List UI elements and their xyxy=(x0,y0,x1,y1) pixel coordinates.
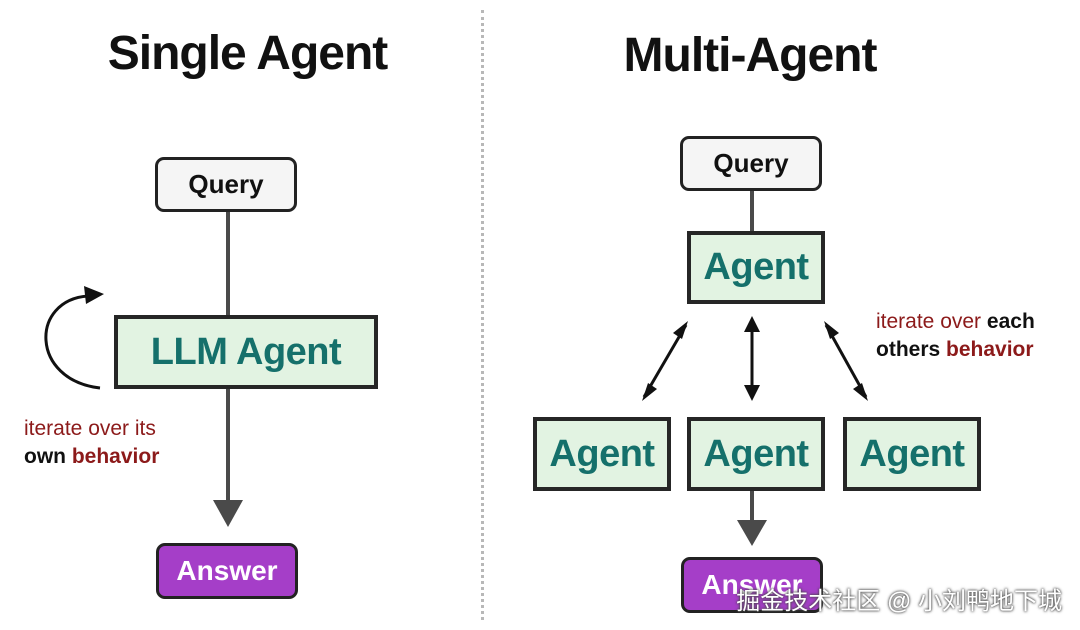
loop-arrowhead xyxy=(84,286,104,304)
agent-box-right: Agent xyxy=(843,417,981,491)
single-query-label: Query xyxy=(188,169,264,199)
single-answer-label: Answer xyxy=(176,555,278,586)
llm-agent-box: LLM Agent xyxy=(114,315,378,389)
single-answer-arrowhead xyxy=(213,500,243,527)
multi-query-label: Query xyxy=(713,148,789,178)
single-note: iterate over its own behavior xyxy=(24,415,159,471)
watermark: 掘金技术社区 @ 小刘鸭地下城 xyxy=(736,588,1062,615)
agent-label-center: Agent xyxy=(703,432,809,475)
multi-answer-arrowhead xyxy=(737,520,767,546)
multi-note-behavior: behavior xyxy=(946,338,1034,361)
multi-note-each: each xyxy=(986,310,1035,333)
agent-box-center: Agent xyxy=(687,417,825,491)
multi-answer-label: Answer xyxy=(701,569,803,600)
multi-note: iterate over each others behavior xyxy=(876,308,1035,364)
single-note-behavior: behavior xyxy=(71,445,160,468)
agent-label-left: Agent xyxy=(549,432,655,475)
llm-agent-label: LLM Agent xyxy=(150,330,342,373)
multi-query-box: Query xyxy=(680,136,822,191)
single-agent-title: Single Agent xyxy=(107,27,389,80)
single-note-own: own xyxy=(24,445,66,468)
loop-arrow xyxy=(44,294,101,390)
single-note-line1: iterate over its xyxy=(24,417,156,440)
multi-note-others: others xyxy=(876,338,941,361)
multi-note-iterate: iterate over xyxy=(876,310,982,333)
single-query-box: Query xyxy=(155,157,297,212)
multi-answer-box: Answer xyxy=(681,557,823,613)
agent-box-left: Agent xyxy=(533,417,671,491)
top-agent-label: Agent xyxy=(703,246,809,288)
multi-agent-title: Multi-Agent xyxy=(623,29,878,82)
top-agent-box: Agent xyxy=(687,231,825,304)
agent-label-right: Agent xyxy=(859,432,965,475)
single-answer-box: Answer xyxy=(156,543,298,599)
section-divider xyxy=(481,10,484,620)
